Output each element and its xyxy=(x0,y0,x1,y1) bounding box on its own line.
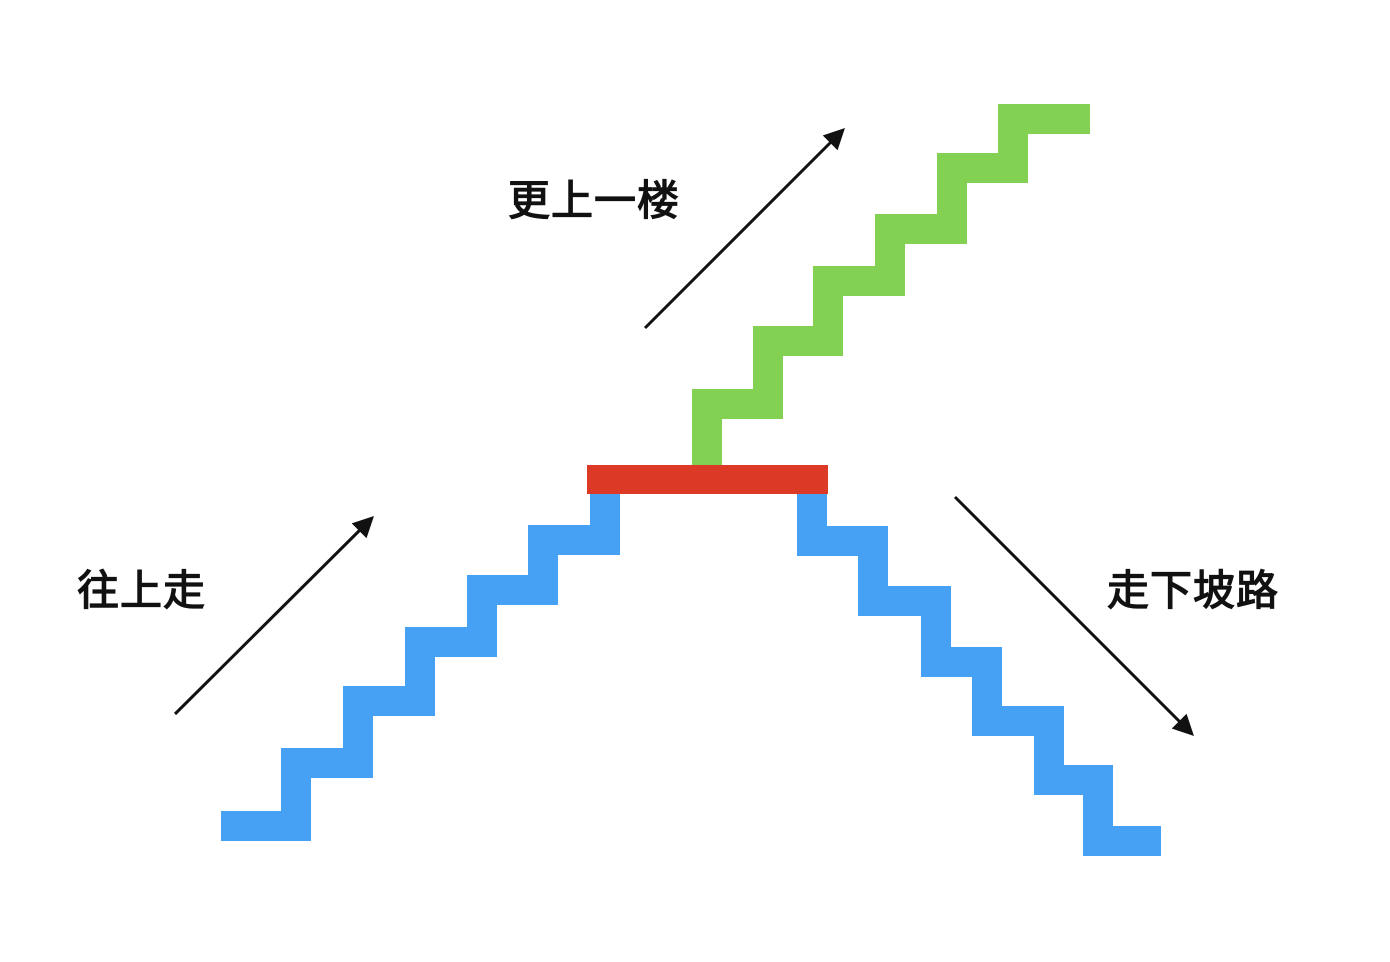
label-upper-floor: 更上一楼 xyxy=(508,176,681,225)
red-landing xyxy=(587,465,828,494)
blue-descending-stairs xyxy=(797,480,1161,856)
label-downhill: 走下坡路 xyxy=(1107,566,1280,615)
arrow-upper-floor-icon xyxy=(643,128,845,330)
green-upper-stairs xyxy=(692,104,1090,466)
blue-ascending-stairs xyxy=(221,480,620,841)
arrow-up-right-icon xyxy=(173,516,374,716)
label-walk-up: 往上走 xyxy=(77,566,207,615)
arrow-down-right-icon xyxy=(953,495,1194,736)
